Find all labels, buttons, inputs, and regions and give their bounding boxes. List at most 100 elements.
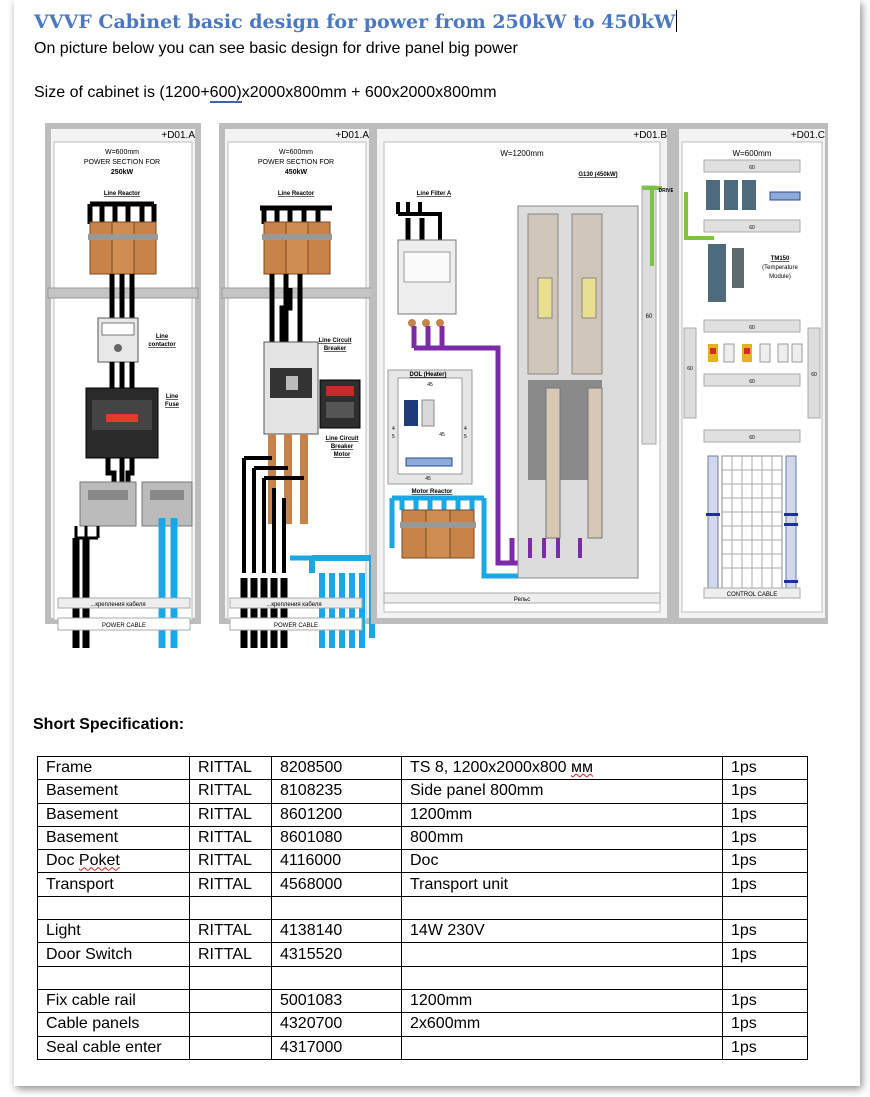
size-underlined: 600) [209, 84, 242, 103]
cell-item: Door Switch [37, 942, 190, 967]
cell-brand: RITTAL [189, 849, 272, 874]
size-prefix: Size of cabinet is (1200+ [34, 84, 210, 101]
panel1-power: 250kW [111, 169, 134, 176]
cell-description [401, 895, 723, 921]
cell-quantity: 1ps [722, 849, 808, 874]
cell-brand [189, 1035, 272, 1060]
cell-brand [189, 1012, 272, 1037]
panel3-dim-60: 60 [646, 314, 653, 320]
panel2-lcbm-label-1: Line Circuit [325, 436, 358, 442]
power-supply-icon [706, 180, 801, 210]
panel3-dim-45-top: 45 [427, 382, 433, 388]
cell-description: Side panel 800mm [401, 779, 723, 804]
panel1-contactor-label-1: Line [156, 334, 169, 340]
cell-description: 14W 230V [401, 919, 723, 944]
cell-item: Fix cable rail [37, 988, 190, 1014]
cell-brand [189, 988, 272, 1014]
panel4-dim-60-right: 60 [811, 372, 817, 378]
cell-item: Cable panels [37, 1012, 190, 1037]
panel4-width: W=600mm [733, 149, 772, 158]
panel3-id: +D01.B [633, 130, 667, 141]
cell-item [37, 965, 190, 990]
panel3-dim-5-right: 5 [464, 434, 467, 440]
panel2-id: +D01.A [335, 130, 369, 141]
cell-quantity: 1ps [722, 825, 808, 851]
cell-description [401, 942, 723, 967]
panel3-dim-4-left: 4 [392, 426, 395, 432]
panel4-tm150-desc-2: Module) [769, 274, 791, 280]
panel2-cable-text: POWER CABLE [274, 623, 318, 629]
cell-part-number: 8601200 [271, 802, 402, 827]
cell-quantity: 1ps [722, 1012, 808, 1037]
panel3-dol-label: DOL (Heater) [410, 372, 447, 378]
cell-brand: RITTAL [189, 942, 272, 967]
cell-part-number [271, 965, 402, 990]
panel1-section: POWER SECTION FOR [84, 159, 160, 166]
panel3-drive-label: G130 (450kW) [578, 172, 617, 178]
panel-d01c: +D01.C W=600mm 60 60 TM150 (Temperature … [673, 123, 828, 624]
panel3-dim-45-bottom: 45 [425, 476, 431, 482]
panel3-line-filter-label: Line Filter A [417, 191, 452, 197]
panel4-control-cable: CONTROL CABLE [727, 592, 777, 598]
panel3-drive-cliq: DRIVE CliQ [659, 188, 686, 194]
cell-part-number: 8208500 [271, 755, 402, 781]
cell-brand [189, 965, 272, 990]
cell-brand: RITTAL [189, 825, 272, 851]
cell-quantity: 1ps [722, 779, 808, 804]
cell-part-number: 4568000 [271, 872, 402, 897]
motor-reactor-icon [400, 509, 476, 559]
line-reactor-icon [87, 201, 158, 275]
table-row [37, 965, 808, 990]
spec-heading: Short Specification: [33, 716, 185, 733]
panel2-lcbm-label-2: Breaker [331, 444, 354, 450]
panel2-power: 450kW [285, 169, 308, 176]
panel1-rail-text: ...крепления кабеля [90, 602, 145, 608]
panel4-dim-60-3: 60 [749, 325, 755, 331]
panel3-dim-4-right: 4 [464, 426, 467, 432]
panel3-motor-reactor-label: Motor Reactor [412, 489, 453, 495]
panel1-fuse-label-1: Line [166, 394, 179, 400]
cell-item: Basement [37, 825, 190, 851]
panel4-dim-60-left: 60 [687, 366, 693, 372]
cabinet-size-text: Size of cabinet is (1200+600)x2000x800mm… [34, 84, 497, 103]
cell-part-number: 4116000 [271, 849, 402, 874]
cell-quantity: 1ps [722, 755, 808, 781]
cell-description: 1200mm [401, 802, 723, 827]
panel-d01a-450kw: +D01.A W=600mm POWER SECTION FOR 450kW L… [219, 123, 415, 648]
panel2-section: POWER SECTION FOR [258, 159, 334, 166]
cell-description: TS 8, 1200x2000x800 мм [401, 755, 723, 781]
line-fuse-icon [85, 387, 159, 459]
cell-item: Doc Poket [37, 849, 190, 874]
panel2-rail-text: ...крепления кабеля [266, 602, 321, 608]
panel-d01b: +D01.B W=1200mm G130 (450kW) Line Filter… [371, 123, 686, 624]
panel4-dim-60-2: 60 [749, 225, 755, 231]
cell-part-number: 4320700 [271, 1012, 402, 1037]
document-title: VVVF Cabinet basic design for power from… [34, 10, 678, 33]
cell-quantity: 1ps [722, 919, 808, 944]
cell-description: 1200mm [401, 988, 723, 1014]
motor-breaker-icon [319, 379, 361, 429]
panel4-id: +D01.C [791, 130, 825, 141]
panel4-dim-60-4: 60 [749, 379, 755, 385]
cell-brand: RITTAL [189, 919, 272, 944]
panel2-line-reactor-label: Line Reactor [278, 191, 315, 197]
dol-starter-icon [404, 399, 453, 467]
cell-item: Light [37, 919, 190, 944]
cell-description: 800mm [401, 825, 723, 851]
panel-d01a-250kw: +D01.A W=600mm POWER SECTION FOR 250kW L… [45, 123, 201, 648]
cabinet-diagram: +D01.A W=600mm POWER SECTION FOR 250kW L… [45, 123, 828, 648]
line-reactor-icon [260, 205, 332, 275]
panel3-dim-45-mid: 45 [439, 432, 445, 438]
cell-description: 2x600mm [401, 1012, 723, 1037]
panel4-dim-60-1: 60 [749, 165, 755, 171]
cell-part-number: 8601080 [271, 825, 402, 851]
